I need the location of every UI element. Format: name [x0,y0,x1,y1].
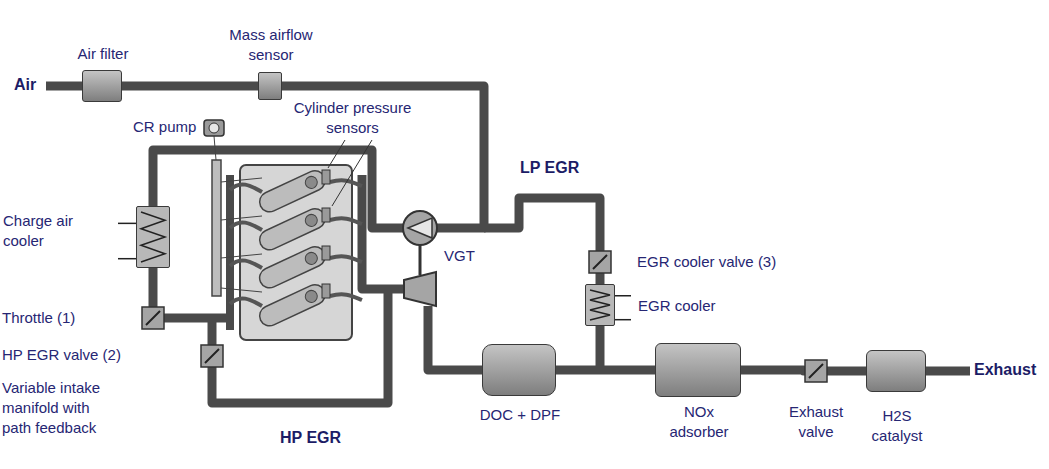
air-inlet-pipe [46,82,82,91]
coil-line [141,212,165,262]
injector-lines [214,136,262,292]
part-label: Air filter [65,44,141,64]
cooler-coil [585,284,615,326]
sensor-leaders [328,140,372,206]
cr-pump-symbol [204,120,224,136]
part-label: Cylinder pressure sensors [290,98,415,138]
inlet-label: Air [14,75,36,95]
part-label: CR pump [133,117,196,137]
part-label: EGR cooler [638,296,748,316]
part-label: Charge air cooler [3,211,83,251]
vgt-turbocharger [403,211,437,306]
cylinders [256,167,328,329]
part-label: Mass airflow sensor [216,25,326,65]
air-filter: Air filter [82,70,122,102]
hp-egr-pipe-upper [208,318,217,345]
callout-label: HP EGR valve (2) [2,345,121,365]
exhaust-valve [805,360,827,382]
part-label: H2S catalyst [862,406,932,446]
callout-label: Throttle (1) [2,308,75,328]
charge-air-cooler: Charge air cooler [136,206,170,268]
exhaust-manifold [362,175,404,289]
hp-egr-valve [201,345,223,367]
outlet-label: Exhaust [974,360,1036,380]
pipes [46,86,970,403]
lp-egr-link [596,272,605,284]
lp-egr-pipe [484,198,600,252]
lp-egr-branch [596,326,605,370]
common-rail [212,160,221,296]
doc-dpf: DOC + DPF [482,344,556,396]
cooler-coil [136,206,170,268]
tailpipe [926,367,970,376]
engine [204,120,372,340]
coil-line [590,290,610,320]
pipe-connector [741,370,866,371]
coolant-line [118,222,136,224]
egr-cooler: EGR cooler [585,284,615,326]
intake-manifold [226,175,234,330]
coolant-line [615,295,631,297]
path-label: LP EGR [520,158,579,178]
pressure-sensors [322,170,330,298]
part-label: Exhaust valve [781,402,851,442]
mass-airflow-sensor: Mass airflow sensor [258,72,282,100]
coolant-line [118,257,136,259]
turbine-outlet-pipe [428,306,482,370]
nox-adsorber: NOx adsorber [655,343,741,397]
part-label: Variable intake manifold with path feedb… [2,378,120,438]
throttle-valve [142,307,164,329]
h2s-catalyst: H2S catalyst [866,350,926,392]
pipe-connector [556,366,655,375]
callout-label: EGR cooler valve (3) [637,252,776,272]
path-label: HP EGR [280,428,341,448]
part-label: DOC + DPF [475,405,565,425]
part-label: VGT [444,246,475,266]
coolant-line [615,318,631,320]
part-label: NOx adsorber [656,402,742,442]
egr-cooler-valve [589,251,611,273]
pipe-connector [122,82,258,91]
